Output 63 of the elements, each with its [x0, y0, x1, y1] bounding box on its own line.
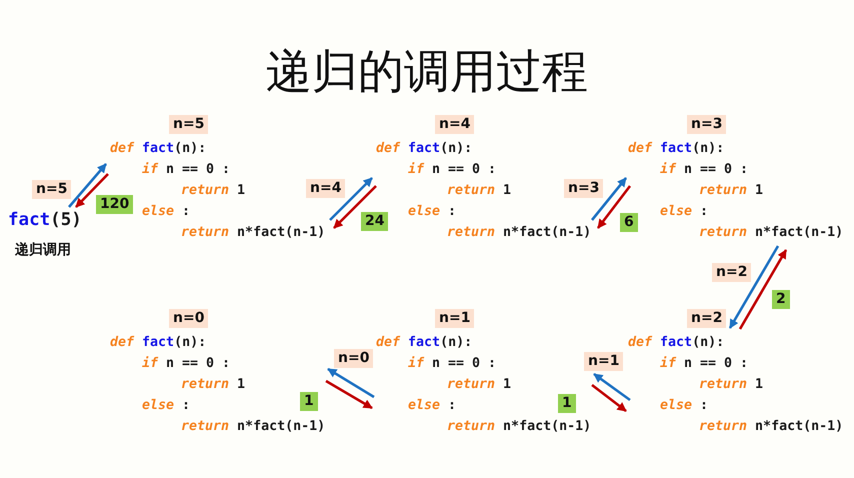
code-line: def fact(n): [376, 140, 472, 158]
edge-label: n=0 [334, 349, 374, 368]
code-line: return n*fact(n-1) [447, 224, 592, 242]
code-line: if n == 0 : [660, 161, 748, 179]
code-line: return n*fact(n-1) [447, 418, 592, 436]
arrow [596, 185, 632, 229]
code-line: def fact(n): [110, 140, 206, 158]
edge-label: n=4 [306, 179, 346, 198]
code-line: return 1 [699, 376, 764, 394]
parameter-label: n=2 [687, 309, 726, 328]
code-line: return n*fact(n-1) [181, 418, 326, 436]
code-line: else : [142, 203, 190, 221]
code-line: def fact(n): [628, 140, 724, 158]
code-line: return n*fact(n-1) [699, 418, 844, 436]
parameter-label: n=3 [687, 115, 726, 134]
code-line: else : [142, 397, 190, 415]
edge-label: n=3 [564, 179, 604, 198]
arrow [68, 163, 107, 208]
code-line: if n == 0 : [660, 355, 748, 373]
title: 递归的调用过程 [266, 43, 588, 99]
arrow [329, 177, 373, 221]
code-line: return n*fact(n-1) [181, 224, 326, 242]
edge-label: n=2 [712, 263, 752, 282]
code-line: return 1 [181, 376, 246, 394]
code-line: else : [660, 203, 708, 221]
edge-label: 1 [300, 392, 318, 411]
arrow [728, 245, 780, 329]
code-line: else : [408, 397, 456, 415]
edge-label: 6 [620, 213, 638, 232]
code-line: else : [408, 203, 456, 221]
arrow [75, 173, 109, 208]
parameter-label: n=0 [169, 309, 208, 328]
code-line: return 1 [699, 182, 764, 200]
arrow [591, 177, 627, 221]
arrow [325, 380, 373, 410]
code-line: def fact(n): [628, 334, 724, 352]
function-call: fact(5) [8, 208, 82, 232]
edge-label: n=1 [584, 352, 624, 371]
code-line: else : [660, 397, 708, 415]
code-line: return 1 [447, 182, 512, 200]
edge-label: n=5 [32, 180, 72, 199]
edge-label: 2 [772, 290, 790, 309]
code-line: if n == 0 : [408, 355, 496, 373]
arrow [593, 372, 631, 402]
edge-label: 1 [558, 394, 576, 413]
code-line: if n == 0 : [142, 161, 230, 179]
edge-label: 24 [361, 212, 388, 231]
parameter-label: n=4 [435, 115, 474, 134]
edge-label: 120 [96, 195, 134, 214]
code-line: def fact(n): [110, 334, 206, 352]
arrow [738, 249, 788, 330]
arrow [327, 368, 375, 398]
code-line: if n == 0 : [408, 161, 496, 179]
arrow [591, 384, 627, 412]
parameter-label: n=5 [169, 115, 208, 134]
code-line: return n*fact(n-1) [699, 224, 844, 242]
parameter-label: n=1 [435, 309, 474, 328]
node-label: 递归调用 [15, 241, 71, 259]
code-line: return 1 [447, 376, 512, 394]
code-line: return 1 [181, 182, 246, 200]
code-line: def fact(n): [376, 334, 472, 352]
arrow [333, 185, 377, 229]
code-line: if n == 0 : [142, 355, 230, 373]
